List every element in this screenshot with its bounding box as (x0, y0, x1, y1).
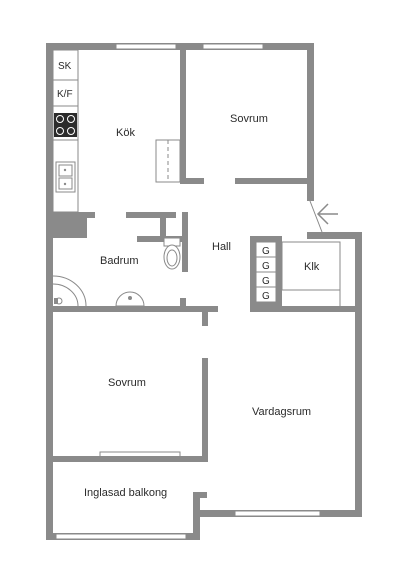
room-label-kok: Kök (116, 127, 135, 139)
klk-shelving (281, 241, 341, 306)
outer-walls (46, 43, 362, 540)
window-bedroom-top (202, 43, 264, 50)
windows (55, 43, 321, 540)
closet-g-label-4: G (262, 291, 270, 302)
toilet-icon (163, 237, 181, 270)
kitchen-cabinet (155, 139, 181, 183)
window-kitchen (115, 43, 177, 50)
room-label-sovrum-top: Sovrum (230, 113, 268, 125)
closet-g-label-2: G (262, 261, 270, 272)
closet-g-label-1: G (262, 246, 270, 257)
stove-icon (54, 113, 77, 137)
kitchen-counter (52, 49, 79, 213)
room-label-hall: Hall (212, 241, 231, 253)
interior-walls (53, 50, 355, 462)
closet-g-label-3: G (262, 276, 270, 287)
room-label-klk: Klk (304, 261, 320, 273)
fixture-kf-label: K/F (57, 89, 73, 100)
room-label-badrum: Badrum (100, 255, 139, 267)
room-label-sovrum-bottom: Sovrum (108, 377, 146, 389)
entrance-door-swing (309, 200, 323, 233)
kitchen-sink-icon (55, 161, 76, 193)
fixture-sk-label: SK (58, 61, 72, 72)
window-balcony (55, 533, 187, 540)
closet-shelves (255, 241, 277, 303)
washbasin-icon (115, 291, 145, 307)
room-label-vardagsrum: Vardagsrum (252, 406, 311, 418)
shower-icon (52, 275, 87, 307)
window-living-room (234, 510, 321, 517)
room-label-balkong: Inglasad balkong (84, 487, 167, 499)
entrance-arrow-icon (316, 203, 338, 225)
